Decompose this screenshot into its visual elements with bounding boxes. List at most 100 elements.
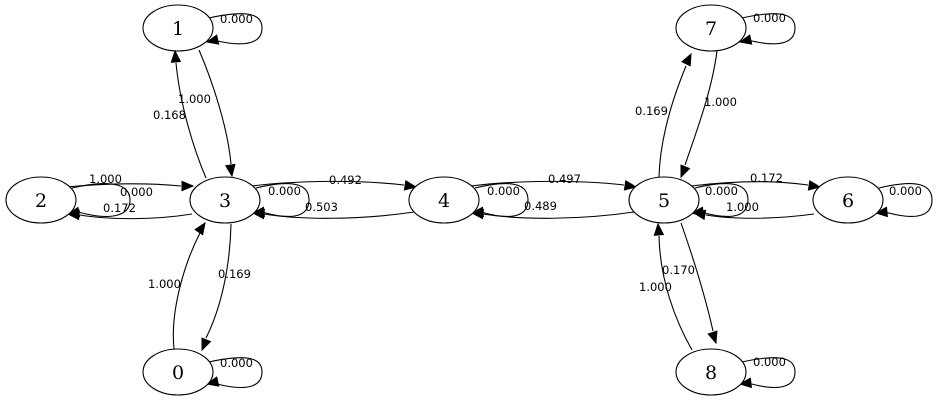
nodes-layer: 0 1 2 3 4 5 6 7 8 [5,4,884,396]
state-node-1: 1 [142,4,214,52]
edge-1-to-3: 1.000 [178,49,236,178]
arrowhead-icon-8-to-8 [738,377,752,389]
arrowhead-icon-5-to-6 [807,179,822,191]
edge-label-8-to-5: 1.000 [639,280,672,294]
state-node-3: 3 [189,176,261,224]
state-node-3-ellipse [189,176,261,224]
edge-line-7-to-5 [684,50,718,166]
edge-line-4-to-3 [263,211,415,219]
edge-line-3-to-2 [79,213,193,220]
edge-3-to-4: 0.492 [251,173,418,191]
edge-7-to-7: 0.000 [738,11,796,45]
edge-label-3-to-4: 0.492 [329,173,362,187]
state-node-8-ellipse [675,348,747,396]
edge-label-5-to-4: 0.489 [524,199,557,213]
arrowhead-icon-6-to-5 [692,209,707,221]
edge-line-5-to-7 [658,65,687,178]
state-node-7-label: 7 [705,18,717,40]
state-node-6-label: 6 [842,190,854,212]
edge-line-3-to-4 [251,180,405,187]
edge-3-to-0: 0.169 [201,223,251,352]
edge-5-to-7: 0.169 [635,52,692,178]
state-node-0: 0 [142,348,214,396]
edge-label-1-to-3: 1.000 [178,92,211,106]
arrowhead-icon-3-to-2 [66,209,80,221]
arrowhead-icon-2-to-3 [181,180,195,192]
arrowhead-icon-5-to-7 [681,52,692,67]
edge-label-5-to-8: 0.170 [662,263,695,277]
edge-line-8-to-8 [741,357,796,388]
state-node-7-ellipse [675,4,747,52]
arrowhead-icon-3-to-0 [201,337,212,352]
edge-label-3-to-1: 0.168 [153,108,186,122]
state-node-3-label: 3 [219,190,231,212]
state-node-6: 6 [812,176,884,224]
edge-label-3-to-0: 0.169 [218,267,251,281]
edge-5-to-4: 0.489 [470,199,635,220]
edge-label-4-to-3: 0.503 [305,200,338,214]
state-node-4-ellipse [408,176,480,224]
edge-line-0-to-0 [208,357,263,389]
arrowhead-icon-7-to-5 [680,164,691,179]
edge-0-to-3: 1.000 [148,221,206,350]
edge-3-to-1: 0.168 [153,49,207,179]
edge-line-8-to-5 [658,235,693,351]
state-node-5-label: 5 [658,190,670,212]
edge-line-5-to-6 [690,181,809,187]
edge-label-7-to-7: 0.000 [753,11,786,25]
edge-line-5-to-8 [680,222,714,332]
edge-line-1-to-1 [208,13,263,45]
arrowhead-icon-5-to-4 [470,208,484,220]
arrowhead-icon-3-to-4 [403,179,418,191]
edge-line-0-to-3 [172,232,201,350]
edge-label-5-to-7: 0.169 [635,104,668,118]
arrowhead-icon-8-to-5 [653,222,665,236]
edge-label-4-to-5: 0.497 [548,172,581,186]
arrowhead-icon-1-to-1 [205,34,220,45]
arrowhead-icon-0-to-3 [194,221,206,236]
edge-5-to-6: 0.172 [690,171,822,191]
state-node-7: 7 [675,4,747,52]
edge-label-7-to-5: 1.000 [704,95,737,109]
edge-label-3-to-3: 0.000 [268,184,301,198]
edge-label-6-to-5: 1.000 [726,200,759,214]
edge-line-4-to-5 [470,180,625,187]
edge-label-0-to-3: 1.000 [148,277,181,291]
state-node-1-label: 1 [172,18,184,40]
arrowhead-icon-4-to-3 [251,208,265,220]
state-node-6-ellipse [812,176,884,224]
state-node-2: 2 [5,176,77,224]
edge-line-1-to-3 [198,49,232,165]
edge-6-to-6: 0.000 [874,183,933,218]
edge-5-to-5: 0.000 [690,183,749,218]
state-node-5: 5 [628,176,700,224]
edge-line-3-to-0 [205,223,232,339]
state-node-0-ellipse [142,348,214,396]
state-node-5-ellipse [628,176,700,224]
edge-label-8-to-8: 0.000 [753,355,786,369]
edge-label-5-to-6: 0.172 [750,171,783,185]
arrowhead-icon-3-to-1 [170,49,182,63]
edge-line-6-to-6 [878,183,933,217]
edge-label-4-to-4: 0.000 [487,184,520,198]
edge-label-0-to-0: 0.000 [220,356,253,370]
edge-label-3-to-2: 0.172 [103,201,136,215]
edge-8-to-5: 1.000 [639,222,693,351]
edge-5-to-8: 0.170 [662,222,718,345]
arrowhead-icon-0-to-0 [205,376,220,387]
state-node-4-label: 4 [438,190,450,212]
arrowhead-icon-5-to-8 [707,330,718,345]
state-node-8: 8 [675,348,747,396]
edge-line-2-to-2 [71,183,131,217]
arrowhead-icon-6-to-6 [874,206,888,218]
edge-8-to-8: 0.000 [738,355,796,389]
edge-line-6-to-5 [705,213,815,219]
edge-label-2-to-3: 1.000 [89,172,122,186]
edge-0-to-0: 0.000 [205,356,263,389]
state-node-0-label: 0 [172,362,184,384]
edge-4-to-3: 0.503 [251,200,415,220]
arrowhead-icon-4-to-5 [623,179,638,191]
edge-label-2-to-2: 0.000 [120,185,153,199]
edge-line-5-to-4 [482,211,635,219]
